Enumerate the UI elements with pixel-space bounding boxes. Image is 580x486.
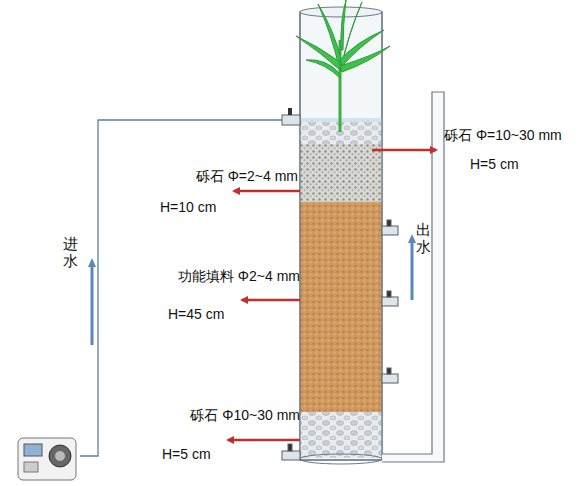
layer-label: 砾石 Φ=2~4 mm (196, 168, 298, 185)
layer-label: 砾石 Φ10~30 mm (190, 407, 300, 424)
height-label: H=10 cm (160, 199, 216, 216)
layer-label: 砾石 Φ=10~30 mm (444, 127, 562, 144)
layer-label: 功能填料 Φ2~4 mm (178, 268, 300, 285)
flow-label: 进水 (63, 236, 78, 269)
height-label: H=45 cm (168, 306, 224, 323)
height-label: H=5 cm (162, 446, 211, 463)
flow-label: 出水 (416, 222, 431, 255)
height-label: H=5 cm (470, 156, 519, 173)
